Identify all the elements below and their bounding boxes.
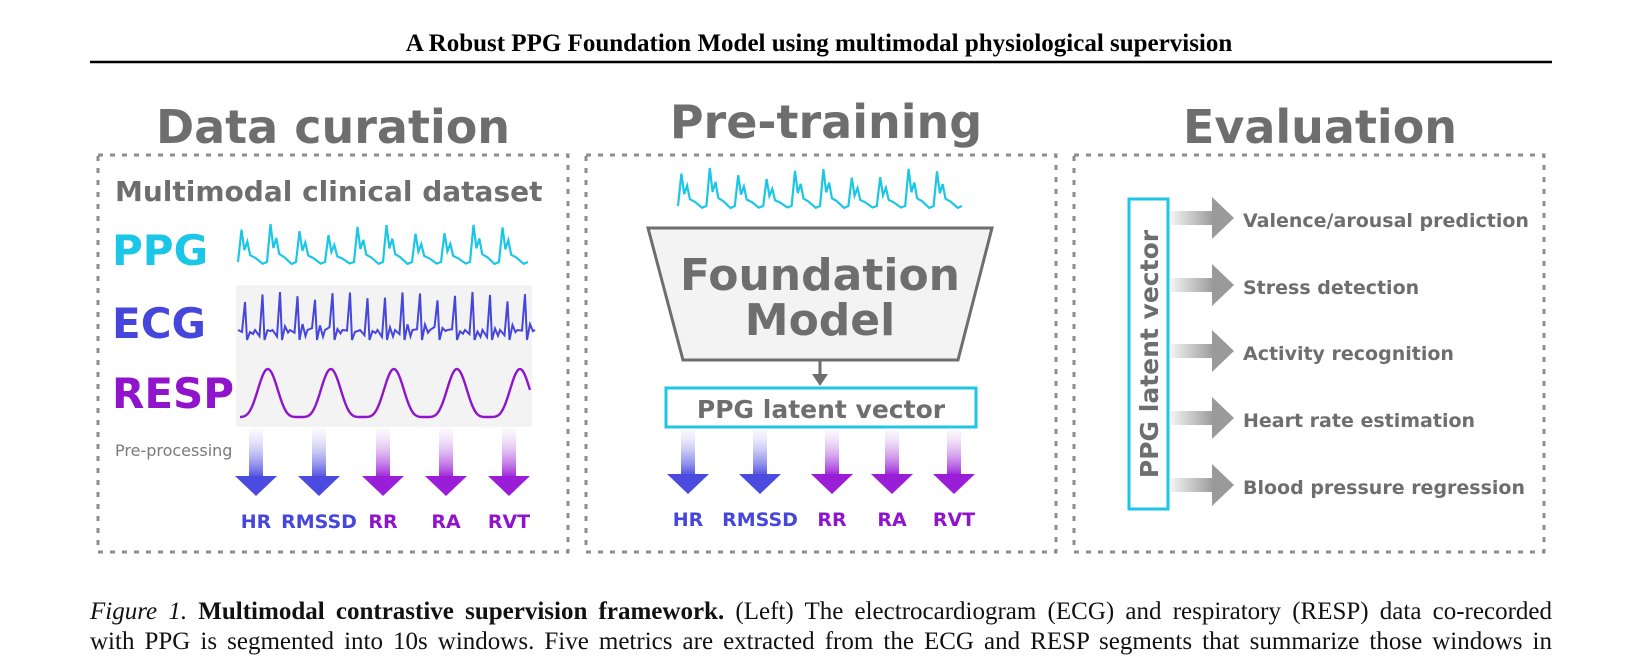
- arrow-shaft: [947, 428, 961, 476]
- evaluation-task-arrows: [1170, 197, 1234, 506]
- arrow-head: [811, 474, 853, 494]
- metric-label: RMSSD: [722, 509, 798, 531]
- ppg-input-waveform: [676, 167, 963, 210]
- arrow-shaft: [376, 428, 390, 478]
- foundation-model-block: [646, 226, 994, 362]
- arrow-shaft: [681, 428, 695, 476]
- metric-label: RVT: [488, 511, 530, 533]
- latent-vector-vertical-label: PPG latent vector: [1135, 229, 1164, 478]
- caption-label: Figure 1.: [90, 598, 188, 625]
- arrow-shaft: [439, 428, 453, 478]
- metric-label: RA: [431, 511, 461, 533]
- ppg-waveform: [236, 223, 529, 266]
- figure-caption: Figure 1. Multimodal contrastive supervi…: [90, 597, 1552, 626]
- caption-heading: Multimodal contrastive supervision frame…: [198, 598, 725, 625]
- arrow-head: [1212, 264, 1234, 306]
- arrow-shaft: [753, 428, 767, 476]
- model-label-line2: Model: [745, 295, 895, 346]
- arrow-head: [1212, 330, 1234, 372]
- arrow-head: [362, 476, 404, 496]
- ppg-label: PPG: [112, 226, 208, 275]
- data-curation-panel: Data curation Multimodal clinical datase…: [96, 100, 570, 554]
- ecg-label: ECG: [112, 299, 206, 348]
- arrow-head: [1212, 197, 1234, 239]
- pretraining-metric-arrows: [667, 428, 975, 494]
- arrow-head: [871, 474, 913, 494]
- arrow-shaft: [312, 428, 326, 478]
- metric-label: RA: [877, 509, 907, 531]
- arrow-shaft: [1170, 278, 1214, 292]
- arrow-head: [298, 476, 340, 496]
- arrow-shaft: [502, 428, 516, 478]
- metric-label: HR: [673, 509, 704, 531]
- arrow-shaft: [1170, 211, 1214, 225]
- pretraining-title: Pre-training: [670, 95, 982, 149]
- data-curation-title: Data curation: [156, 100, 510, 154]
- model-output-arrow-head: [812, 374, 828, 386]
- arrow-shaft: [1170, 344, 1214, 358]
- ecg-waveform: [237, 291, 536, 341]
- resp-label: RESP: [112, 369, 234, 418]
- figure-caption-line-2: with PPG is segmented into 10s windows. …: [90, 628, 1552, 655]
- metric-label: RR: [368, 511, 398, 533]
- resp-waveform: [239, 367, 532, 419]
- metric-label: RR: [817, 509, 847, 531]
- arrow-shaft: [1170, 411, 1214, 425]
- curation-metric-arrows: [235, 428, 530, 496]
- arrow-shaft: [249, 428, 263, 478]
- arrow-head: [1212, 397, 1234, 439]
- evaluation-panel: Evaluation PPG latent vector Valence/aro…: [1072, 100, 1546, 554]
- arrow-head: [667, 474, 709, 494]
- task-label: Activity recognition: [1243, 343, 1454, 365]
- caption-text: (Left) The electrocardiogram (ECG) and r…: [735, 598, 1552, 625]
- preprocessing-label: Pre-processing: [115, 441, 232, 460]
- dataset-label: Multimodal clinical dataset: [115, 175, 543, 208]
- curation-metric-labels: HR RMSSD RR RA RVT: [241, 511, 530, 533]
- metric-label: RMSSD: [281, 511, 357, 533]
- arrow-head: [739, 474, 781, 494]
- latent-vector-label: PPG latent vector: [697, 395, 946, 424]
- task-label: Blood pressure regression: [1243, 477, 1525, 499]
- latent-vector-vertical-box: [1127, 197, 1170, 511]
- task-label: Valence/arousal prediction: [1243, 210, 1529, 232]
- arrow-shaft: [1170, 478, 1214, 492]
- arrow-head: [488, 476, 530, 496]
- pretraining-metric-labels: HR RMSSD RR RA RVT: [673, 509, 975, 531]
- arrow-head: [1212, 464, 1234, 506]
- task-label: Stress detection: [1243, 277, 1419, 299]
- task-label: Heart rate estimation: [1243, 410, 1475, 432]
- arrow-head: [425, 476, 467, 496]
- arrow-shaft: [825, 428, 839, 476]
- arrow-head: [933, 474, 975, 494]
- evaluation-task-labels: Valence/arousal prediction Stress detect…: [1243, 210, 1529, 499]
- arrow-head: [235, 476, 277, 496]
- evaluation-title: Evaluation: [1183, 100, 1457, 154]
- pretraining-panel: Pre-training Foundation Model PPG latent…: [584, 95, 1058, 554]
- arrow-shaft: [885, 428, 899, 476]
- model-label-line1: Foundation: [680, 250, 960, 301]
- metric-label: HR: [241, 511, 272, 533]
- metric-label: RVT: [933, 509, 975, 531]
- page-header-title: A Robust PPG Foundation Model using mult…: [406, 30, 1233, 57]
- latent-vector-box: [664, 386, 978, 429]
